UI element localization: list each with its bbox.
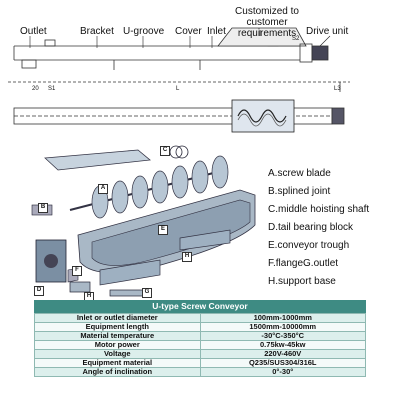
marker-a: A bbox=[98, 184, 108, 194]
plan-view bbox=[13, 99, 345, 133]
callout-outlet: Outlet bbox=[20, 26, 47, 37]
dimension-s2: S2 bbox=[292, 36, 300, 42]
callout-drive-unit: Drive unit bbox=[306, 26, 349, 37]
marker-e: E bbox=[158, 225, 168, 235]
legend-item-f: F.flangeG.outlet bbox=[268, 258, 339, 269]
callout-inlet: Inlet bbox=[207, 26, 226, 37]
spec-table: Inlet or outlet diameter 100mm-1000mm Eq… bbox=[34, 313, 366, 377]
dimension-l: L bbox=[176, 86, 180, 92]
callout-customized: Customized to customer requirements bbox=[235, 6, 299, 39]
table-row: Angle of inclination 0°-30° bbox=[34, 367, 366, 377]
elevation-view bbox=[8, 27, 350, 92]
marker-h: H bbox=[182, 252, 192, 262]
marker-d: D bbox=[34, 286, 44, 296]
marker-f: F bbox=[72, 266, 82, 276]
spec-value: 0°-30° bbox=[199, 367, 366, 377]
dimension-l3: L3 bbox=[334, 86, 341, 92]
callout-bracket: Bracket bbox=[80, 26, 114, 37]
legend-item-h: H.support base bbox=[268, 276, 336, 287]
legend-item-a: A.screw blade bbox=[268, 168, 331, 179]
legend-item-d: D.tail bearing block bbox=[268, 222, 354, 233]
marker-b: B bbox=[38, 203, 48, 213]
table-row: Material temperature -30°C-350°C bbox=[34, 331, 366, 341]
dimension-20: 20 bbox=[32, 86, 39, 92]
legend-item-b: B.splined joint bbox=[268, 186, 331, 197]
dimension-s1: S1 bbox=[48, 86, 56, 92]
callout-cover: Cover bbox=[175, 26, 202, 37]
legend-item-e: E.conveyor trough bbox=[268, 240, 350, 251]
marker-c: C bbox=[160, 146, 170, 156]
spec-table-title: U-type Screw Conveyor bbox=[34, 300, 366, 313]
marker-g: G bbox=[142, 288, 152, 298]
spec-key: Angle of inclination bbox=[34, 367, 201, 377]
exploded-view bbox=[31, 145, 256, 297]
callout-u-groove: U-groove bbox=[123, 26, 165, 37]
table-row: Motor power 0.75kw-45kw bbox=[34, 340, 366, 350]
legend-item-c: C.middle hoisting shaft bbox=[268, 204, 370, 215]
conveyor-schematic bbox=[8, 27, 350, 297]
